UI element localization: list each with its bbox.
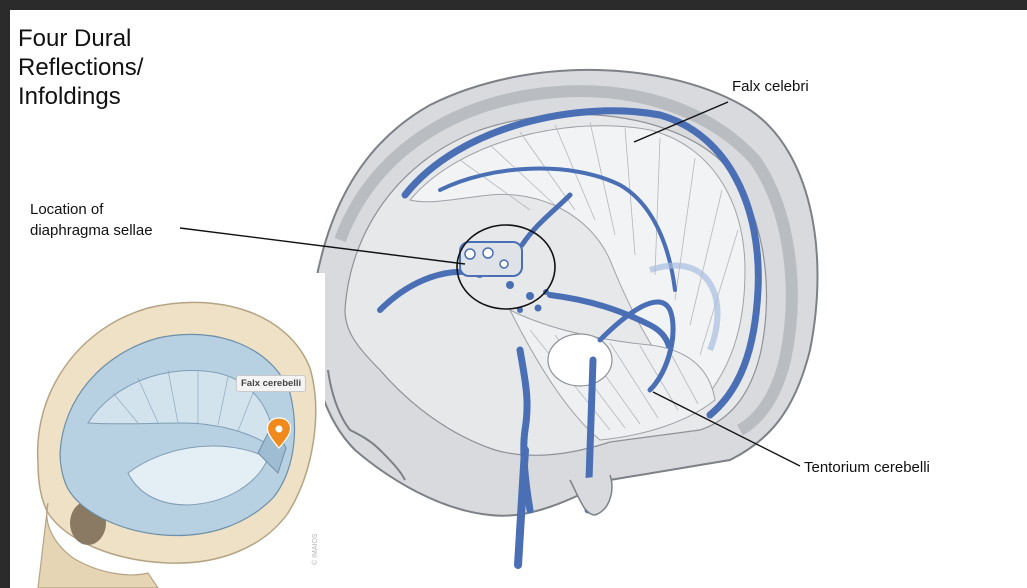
skull-base bbox=[327, 369, 406, 481]
mastoid-process bbox=[569, 474, 613, 516]
falx-celebri-leader bbox=[633, 101, 729, 143]
slide: Four Dural Reflections/ Infoldings Falx … bbox=[10, 10, 1027, 588]
sella-region bbox=[459, 241, 549, 313]
diaphragma-sellae-highlight bbox=[456, 224, 556, 310]
inferior-sagittal-sinus bbox=[438, 166, 677, 292]
transverse-sinus bbox=[597, 299, 676, 393]
imaios-watermark: © IMAIOS bbox=[312, 533, 319, 565]
dural-reflections-illustration bbox=[179, 68, 819, 569]
inset-striations bbox=[112, 369, 254, 432]
diaphragma-sellae-leader bbox=[179, 227, 466, 265]
falx-celebri-label: Falx celebri bbox=[732, 78, 809, 95]
falx-cerebelli-inset: Falx cerebelli © IMAIOS bbox=[18, 273, 325, 588]
superior-sagittal-sinus bbox=[401, 107, 762, 419]
straight-sinus bbox=[519, 192, 573, 248]
tentorial-notch bbox=[547, 333, 613, 387]
tentorium-cerebelli-label: Tentorium cerebelli bbox=[804, 459, 930, 476]
tentorium-cerebelli-leader bbox=[652, 391, 801, 467]
falx-cerebelli-tag: Falx cerebelli bbox=[236, 375, 307, 392]
falx-cerebelli-marker-icon bbox=[266, 417, 292, 449]
inset-face bbox=[37, 502, 159, 588]
jugular-vein-left bbox=[514, 446, 529, 569]
diaphragma-sellae-label: Location of diaphragma sellae bbox=[30, 201, 153, 239]
inset-skull-illustration bbox=[36, 301, 317, 588]
ghost-vein bbox=[649, 262, 721, 352]
slide-title: Four Dural Reflections/ Infoldings bbox=[18, 25, 144, 110]
skull-diploe bbox=[334, 85, 798, 436]
inset-tentorium bbox=[127, 445, 269, 506]
